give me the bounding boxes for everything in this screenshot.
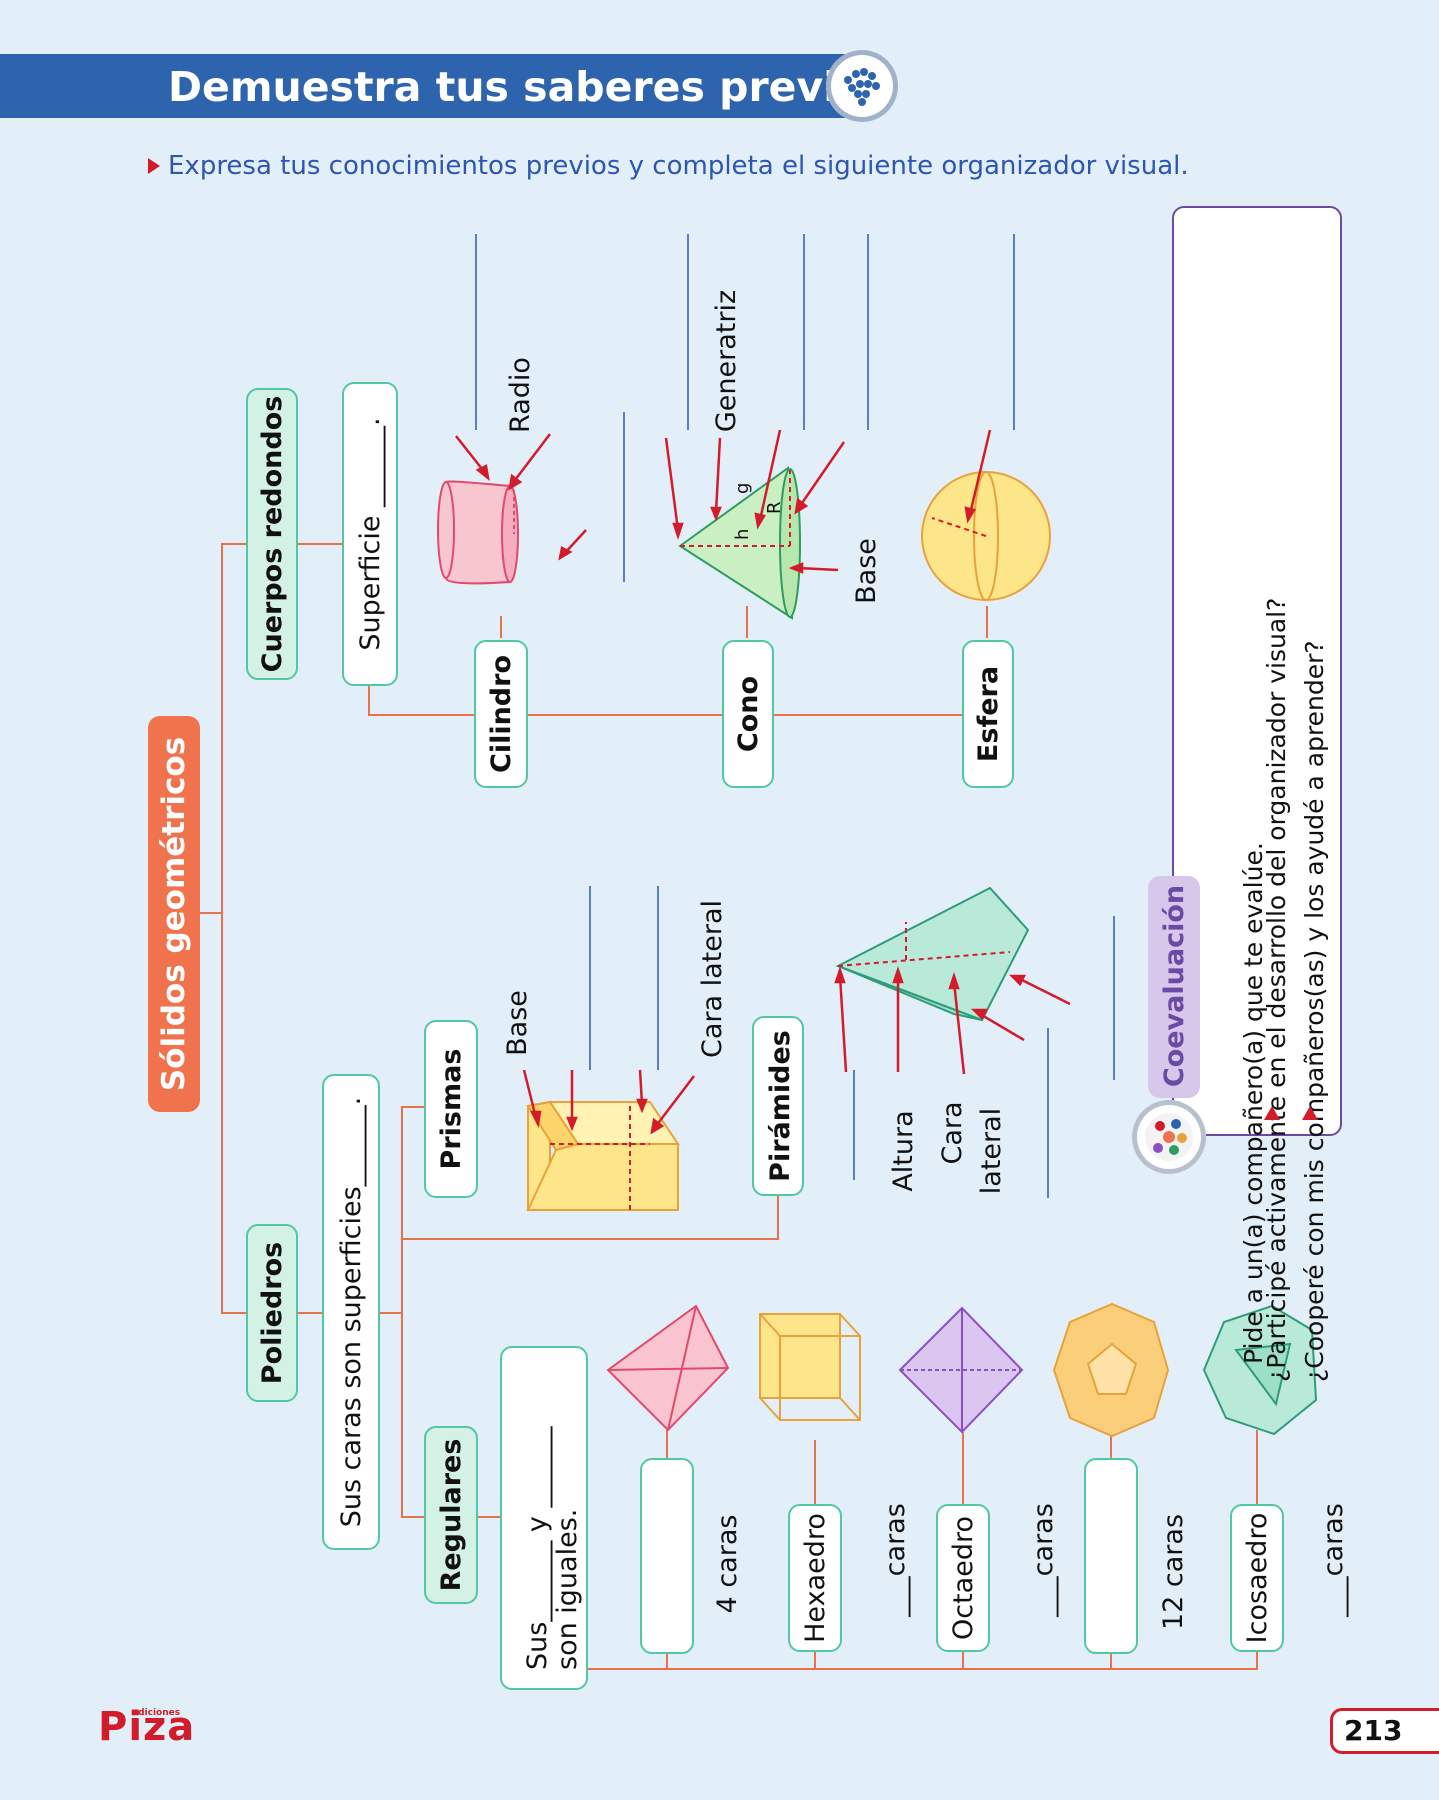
- cone-r-label: R: [764, 501, 785, 514]
- node-label: Prismas: [435, 1048, 467, 1170]
- connector: [380, 1312, 402, 1314]
- connector: [1256, 1652, 1258, 1668]
- node-poliedros: [246, 1224, 298, 1402]
- network-icon: [826, 50, 898, 122]
- root-label: Sólidos geométricos: [156, 736, 192, 1092]
- connector: [962, 1652, 964, 1668]
- node-label: Poliedros: [256, 1241, 288, 1385]
- connector: [814, 1440, 816, 1504]
- cone-g-label: g: [732, 483, 753, 494]
- blank-node-1[interactable]: [640, 1458, 694, 1654]
- node-caras: [322, 1074, 380, 1550]
- node-cilindro: [474, 640, 528, 788]
- connector: [1110, 1652, 1112, 1668]
- connector: [814, 1652, 816, 1668]
- node-label: Icosaedro: [1241, 1512, 1273, 1644]
- node-label: Superficie ______.: [354, 417, 386, 651]
- coev-q1: ¿Participé activamente en el desarrollo …: [1261, 597, 1291, 1382]
- octaedro-caras: ___caras: [1027, 1503, 1059, 1617]
- radio-label: Radio: [504, 357, 536, 433]
- connector: [368, 685, 370, 715]
- connector: [1256, 1430, 1258, 1504]
- node-cuerpos-redondos: [246, 388, 298, 680]
- page-title: Demuestra tus saberes previos: [168, 63, 890, 111]
- generatriz-label: Generatriz: [710, 289, 742, 433]
- connector: [586, 1668, 1258, 1670]
- node-hexaedro: [788, 1504, 842, 1652]
- coevaluacion-title: Coevaluación: [1158, 884, 1190, 1088]
- brand-small: ediciones: [132, 1708, 181, 1718]
- node-superficie: [342, 382, 398, 686]
- pyramid-lateral-label: lateral: [975, 1107, 1007, 1195]
- doce-caras-label: 12 caras: [1157, 1513, 1189, 1631]
- bullet-icon: [148, 158, 160, 174]
- node-label: Regulares: [435, 1438, 467, 1592]
- connector: [368, 714, 980, 716]
- node-regulares-texto: [500, 1346, 588, 1690]
- cone-h-label: h: [732, 529, 753, 540]
- connector: [221, 543, 223, 1313]
- bullet-icon: [1302, 1106, 1318, 1120]
- connector: [476, 1516, 502, 1518]
- node-label: Sus caras son superficies______.: [335, 1096, 367, 1528]
- coevaluacion-tab: [1148, 876, 1200, 1098]
- connector: [746, 606, 748, 638]
- node-label: Cono: [732, 675, 764, 753]
- root-node: [148, 716, 200, 1112]
- node-cono: [722, 640, 774, 788]
- team-icon: [1132, 1100, 1206, 1174]
- connector: [290, 1312, 322, 1314]
- node-label: Hexaedro: [799, 1513, 831, 1643]
- node-label: Cuerpos redondos: [256, 395, 288, 673]
- connector: [221, 1312, 247, 1314]
- pyramid-altura-label: Altura: [887, 1110, 919, 1192]
- header-banner: [0, 54, 848, 118]
- connector: [777, 1196, 779, 1240]
- pyramid-cara-label: Cara: [936, 1101, 968, 1165]
- round-solids-figures: g h R: [437, 234, 1051, 620]
- base-label: Base: [850, 538, 882, 604]
- node-regulares: [424, 1426, 478, 1604]
- node-label: Cilindro: [485, 655, 517, 773]
- connector: [401, 1106, 403, 1518]
- node-piramides: [752, 1016, 804, 1196]
- coevaluacion-panel: [1172, 206, 1342, 1136]
- reg-text-line2: son iguales.: [551, 1508, 583, 1670]
- connector: [401, 1238, 779, 1240]
- node-octaedro: [936, 1504, 990, 1652]
- connector: [401, 1516, 425, 1518]
- node-label: Octaedro: [947, 1516, 979, 1641]
- connector: [1110, 1430, 1112, 1458]
- blank-node-2[interactable]: [1084, 1458, 1138, 1654]
- connector: [500, 616, 502, 638]
- cuatro-caras-label: 4 caras: [711, 1514, 743, 1614]
- prism-base-label: Base: [501, 990, 533, 1056]
- instruction-text: Expresa tus conocimientos previos y comp…: [168, 151, 1189, 181]
- icosaedro-caras: ___caras: [1317, 1503, 1349, 1617]
- connector: [401, 1106, 425, 1108]
- connector: [290, 543, 342, 545]
- polyhedra-figures: [522, 886, 1115, 1212]
- connector: [200, 912, 222, 914]
- node-prismas: [424, 1020, 478, 1198]
- hexaedro-caras: ___caras: [879, 1503, 911, 1617]
- page-number-box: [1330, 1708, 1439, 1754]
- connector: [666, 1652, 668, 1668]
- connector: [666, 1430, 668, 1458]
- bullet-icon: [1264, 1106, 1280, 1120]
- connector: [221, 543, 247, 545]
- prism-cara-label: Cara lateral: [696, 899, 728, 1059]
- node-icosaedro: [1230, 1504, 1284, 1652]
- page-number: 213: [1344, 1714, 1403, 1747]
- node-label: Esfera: [972, 665, 1004, 763]
- node-esfera: [962, 640, 1014, 788]
- coev-q2: ¿Cooperé con mis compañeros(as) y los ay…: [1299, 640, 1329, 1382]
- connector: [962, 1432, 964, 1504]
- connector: [986, 606, 988, 638]
- brand-logo: Piza: [98, 1704, 196, 1750]
- regular-solids-figures: [606, 1302, 1318, 1438]
